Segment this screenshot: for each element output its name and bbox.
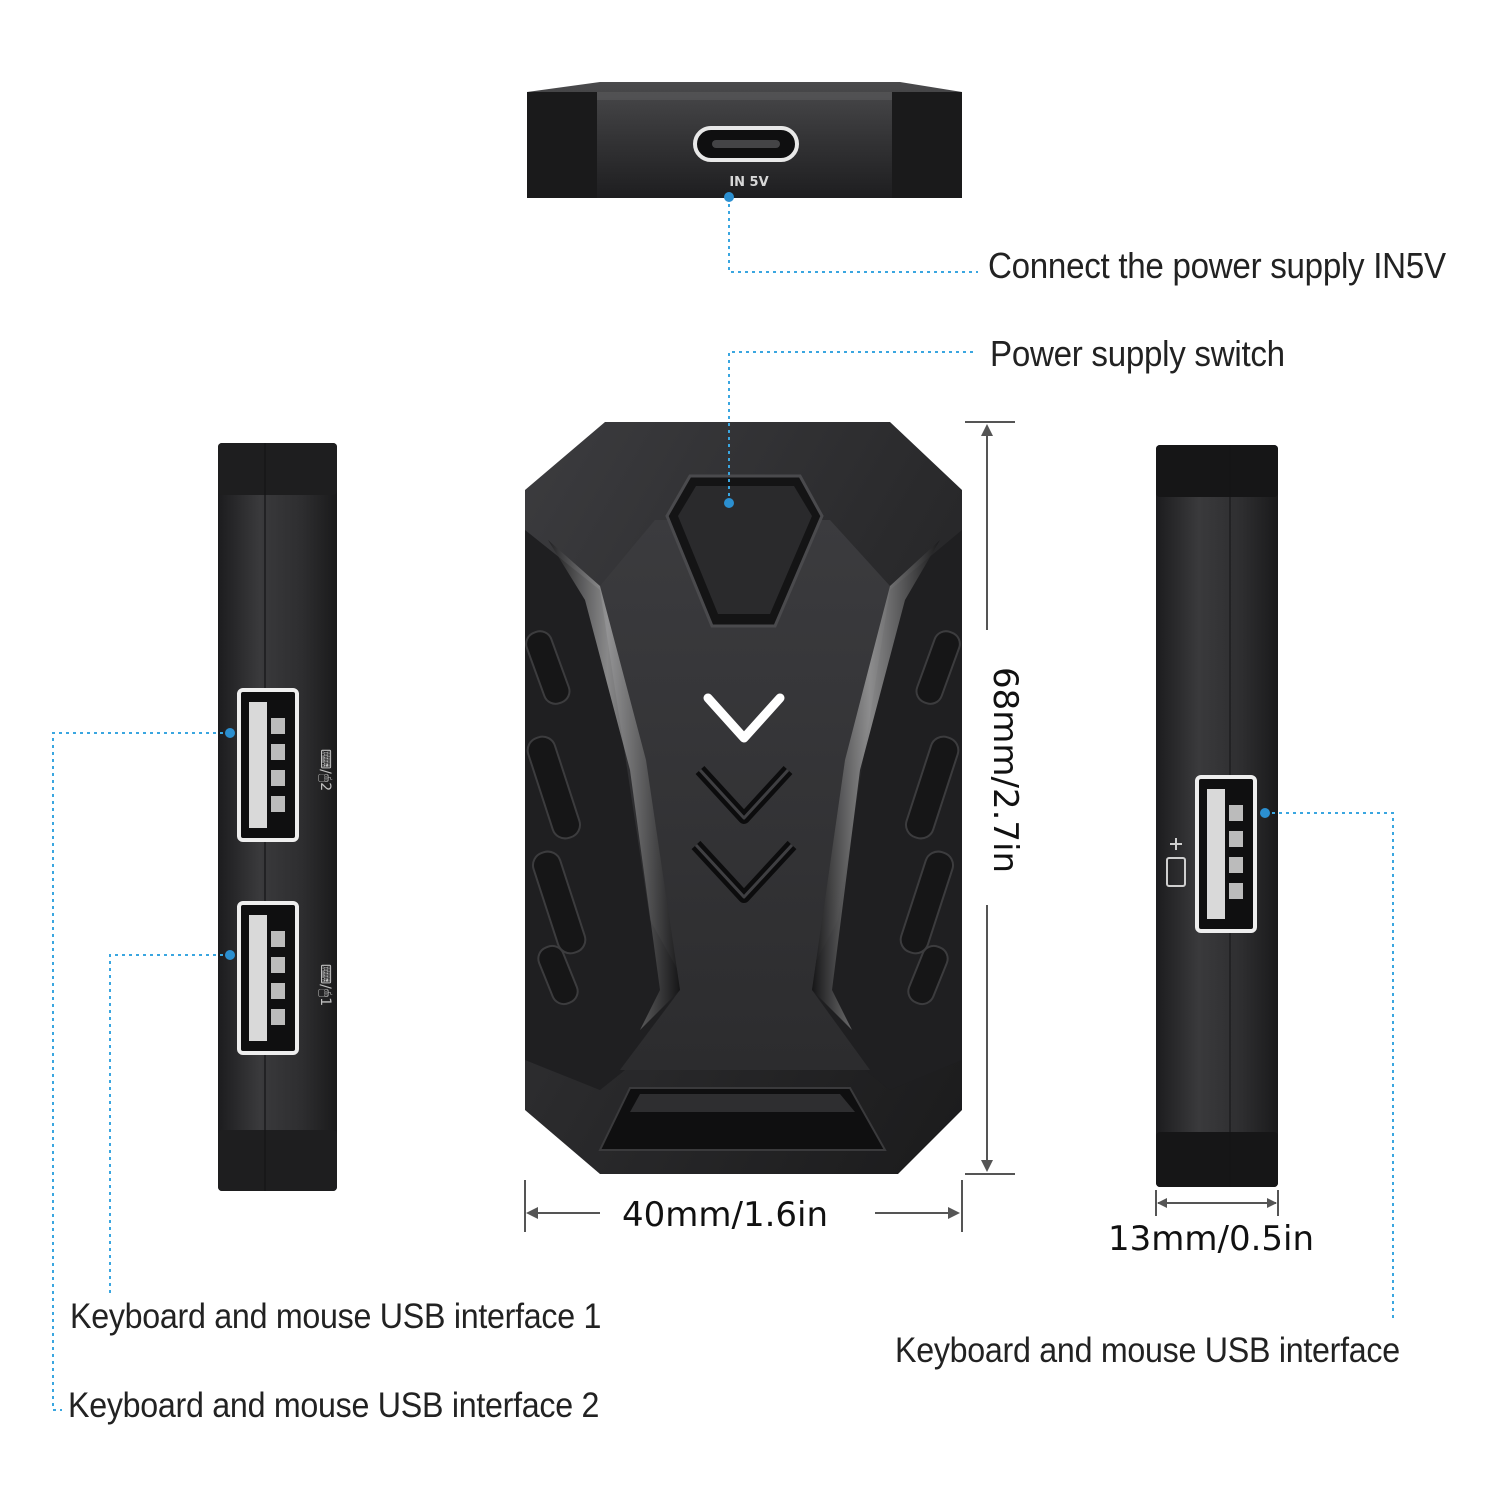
usb-a-port-icon [237, 688, 299, 842]
callout-usb-interface-side: Keyboard and mouse USB interface [895, 1331, 1400, 1370]
dimension-height-text: 68mm/2.7in [985, 666, 1025, 874]
right-end-cap-top [1156, 445, 1278, 497]
leader-line-power-input [728, 197, 978, 273]
port-label-in5v: IN 5V [729, 175, 768, 190]
left-end-cap-bottom [218, 1130, 337, 1191]
leader-line-usb-1 [109, 954, 230, 1295]
leader-lines [52, 197, 1394, 1411]
dimension-depth-label: 13mm/0.5in [1108, 1219, 1315, 1259]
callout-power-input: Connect the power supply IN5V [988, 245, 1446, 286]
battery-icon [1166, 838, 1186, 887]
top-end-cap-right [892, 92, 962, 198]
right-end-cap-bottom [1156, 1132, 1278, 1187]
device-top-view: IN 5V [527, 82, 962, 198]
leader-line-usb-side [1265, 812, 1394, 1320]
power-button-icon [665, 474, 824, 628]
dimension-lines [524, 421, 1279, 1232]
chevron-down-icon [703, 693, 785, 743]
callout-power-switch: Power supply switch [990, 333, 1285, 374]
usb-a-port-icon [237, 901, 299, 1055]
device-front-view [525, 422, 962, 1174]
left-end-cap-top [218, 443, 337, 495]
top-end-cap-left [527, 92, 597, 198]
port-marking-2: ⌨/🖱2 [317, 749, 333, 791]
callout-usb-interface-2: Keyboard and mouse USB interface 2 [68, 1386, 600, 1425]
callout-usb-interface-1: Keyboard and mouse USB interface 1 [70, 1297, 602, 1336]
dimension-height-label: 68mm/2.7in [985, 640, 1025, 900]
usb-a-port-icon [1195, 775, 1257, 933]
dimension-arrowheads [526, 424, 1277, 1219]
dimension-width-label: 40mm/1.6in [622, 1195, 829, 1235]
device-right-side-view [1156, 445, 1278, 1187]
port-marking-1: ⌨/🖱1 [317, 964, 333, 1006]
device-left-side-view: ⌨/🖱2 ⌨/🖱1 [218, 443, 337, 1191]
leader-dots [225, 192, 1270, 960]
leader-line-power-switch [728, 351, 976, 503]
usb-c-port-icon [693, 126, 799, 162]
